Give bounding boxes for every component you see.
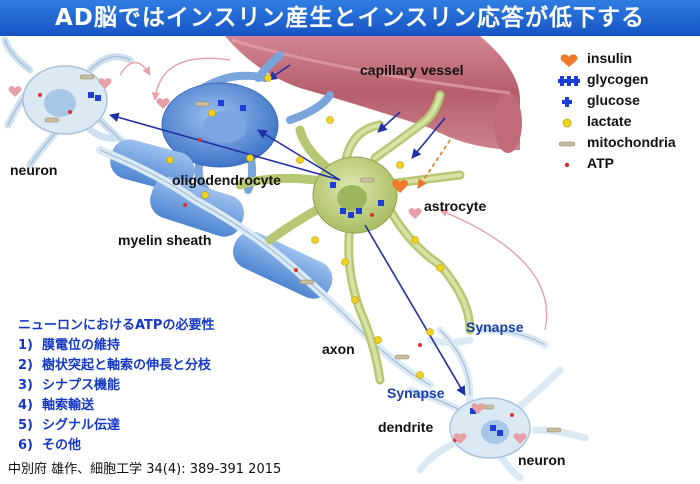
legend-label: ATP [587,155,614,171]
capillary-vessel-label: capillary vessel [360,62,464,78]
small-dot-icon [564,162,570,168]
citation: 中別府 雄作、細胞工学 34(4): 389-391 2015 [8,462,282,477]
note-item: 6) その他 [18,438,82,453]
oligodendrocyte-label: oligodendrocyte [172,172,281,188]
legend-label: glycogen [587,71,649,87]
neuron-left [1,36,154,169]
legend-item-lactate: lactate [556,113,698,134]
note-item: 4) 軸索輸送 [18,398,95,413]
dot-icon [562,118,572,128]
chain-icon [558,76,580,86]
dendrite-branches [406,326,549,424]
notes-heading: ニューロンにおけるATPの必要性 [18,318,215,333]
cell-diagram [1,36,589,482]
legend-item-mitochondria: mitochondria [556,134,698,155]
capillary-vessel [225,36,522,153]
legend-label: lactate [587,113,632,129]
axon-label: axon [322,341,355,357]
legend-item-atp: ATP [556,155,698,176]
atp-requirements-list: ニューロンにおけるATPの必要性 1) 膜電位の維持 2) 樹状突起と軸索の伸長… [18,316,214,456]
legend-item-glycogen: glycogen [556,71,698,92]
note-item: 1) 膜電位の維持 [18,338,121,353]
synapse-top-label: Synapse [466,319,524,335]
transport-arrows [109,57,548,396]
legend-label: glucose [587,92,640,108]
dendrite-label: dendrite [378,419,434,435]
title-bar: AD脳ではインスリン産生とインスリン応答が低下する [0,0,700,36]
molecule-markers [8,74,562,444]
legend-label: mitochondria [587,134,676,150]
plus-icon [562,97,572,107]
neuron-left-label: neuron [10,162,58,178]
heart-icon [560,54,578,67]
bar-icon [558,141,576,147]
legend: insulin glycogen glucose lactate [556,50,698,176]
note-item: 2) 樹状突起と軸索の伸長と分枝 [18,358,212,373]
neuron-right-label: neuron [518,452,566,468]
astrocyte-label: astrocyte [424,198,487,214]
legend-item-insulin: insulin [556,50,698,71]
slide-title: AD脳ではインスリン産生とインスリン応答が低下する [55,5,645,31]
synapse-bottom-label: Synapse [387,385,445,401]
note-item: 5) シグナル伝達 [18,418,121,433]
legend-item-glucose: glucose [556,92,698,113]
legend-label: insulin [587,50,633,66]
myelin-sheath [96,139,434,389]
oligodendrocyte-cell [161,51,334,199]
myelin-sheath-label: myelin sheath [118,232,212,248]
note-item: 3) シナプス機能 [18,378,121,393]
